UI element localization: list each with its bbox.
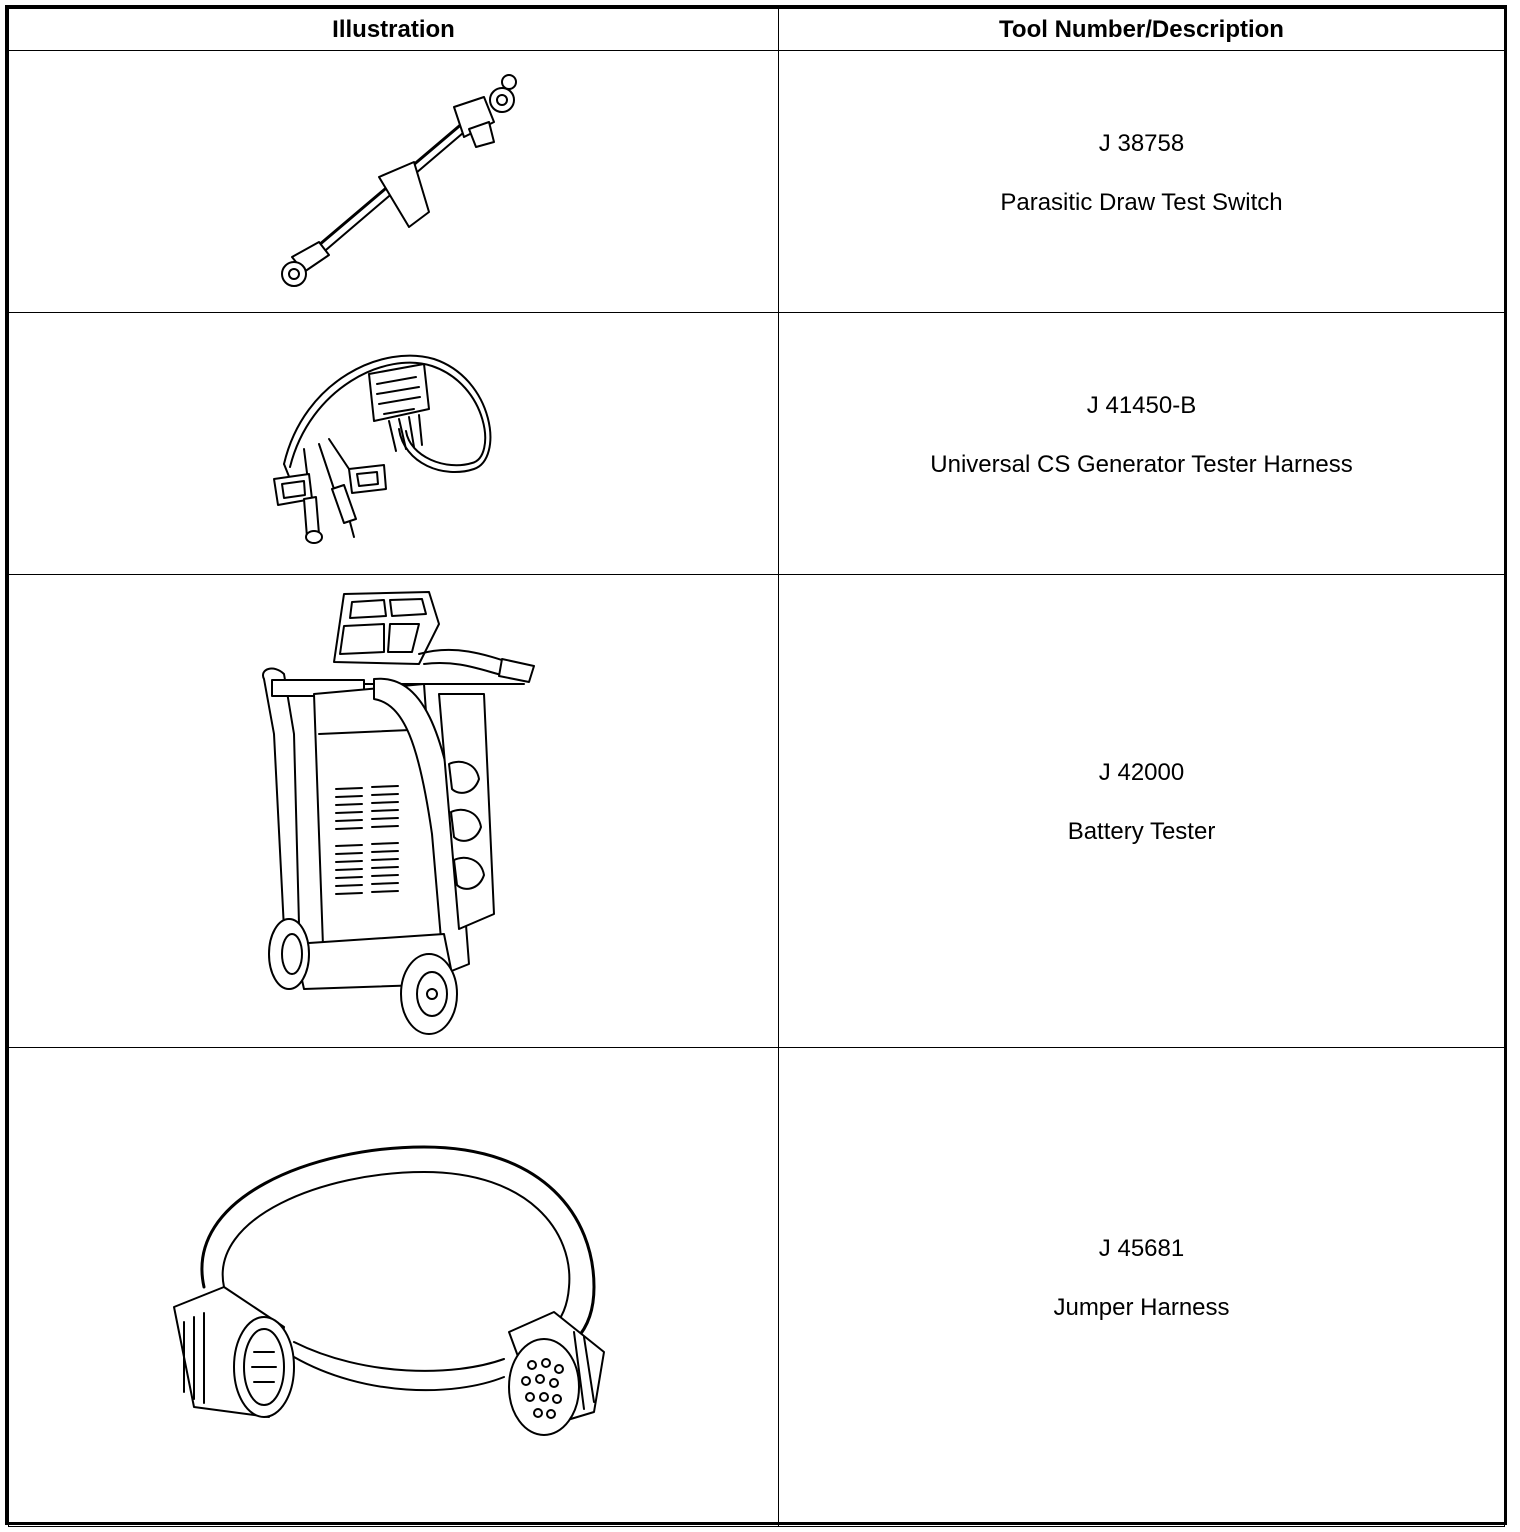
illustration-cell <box>8 574 779 1048</box>
table-row: J 42000 Battery Tester <box>8 574 1505 1048</box>
jumper-harness-illustration <box>172 1145 605 1436</box>
tool-description: Battery Tester <box>1067 818 1216 845</box>
tool-info-cell: J 38758 Parasitic Draw Test Switch <box>778 50 1505 313</box>
table-header-row: Illustration Tool Number/Description <box>8 8 1505 51</box>
table-row: J 38758 Parasitic Draw Test Switch <box>8 50 1505 313</box>
tool-info-cell: J 45681 Jumper Harness <box>778 1047 1505 1527</box>
tool-number: J 45681 <box>1098 1235 1185 1263</box>
illustration-cell <box>8 50 779 313</box>
generator-tester-harness-illustration <box>272 354 491 544</box>
battery-tester-illustration <box>261 590 535 1035</box>
illustration-cell <box>8 1047 779 1527</box>
tool-number: J 41450-B <box>1086 391 1197 419</box>
tool-info-cell: J 41450-B Universal CS Generator Tester … <box>778 312 1505 575</box>
tool-info-cell: J 42000 Battery Tester <box>778 574 1505 1048</box>
tool-description-block: J 38758 Parasitic Draw Test Switch <box>779 130 1504 218</box>
header-illustration: Illustration <box>8 8 779 51</box>
tool-description: Jumper Harness <box>1053 1294 1230 1321</box>
tool-number: J 42000 <box>1098 759 1185 787</box>
tool-description: Parasitic Draw Test Switch <box>1000 188 1283 216</box>
tool-description: Universal CS Generator Tester Harness <box>930 450 1353 478</box>
tool-table-frame: Illustration Tool Number/Description <box>5 5 1507 1527</box>
table-row: J 41450-B Universal CS Generator Tester … <box>8 312 1505 575</box>
tool-number: J 38758 <box>1098 129 1185 157</box>
header-tool-number-description: Tool Number/Description <box>778 8 1505 51</box>
tool-description-block: J 45681 Jumper Harness <box>779 1235 1504 1323</box>
tool-description-block: J 42000 Battery Tester <box>779 759 1504 847</box>
tool-description-block: J 41450-B Universal CS Generator Tester … <box>779 392 1504 480</box>
illustration-cell <box>8 312 779 575</box>
special-tools-table: Illustration Tool Number/Description <box>8 8 1505 1527</box>
parasitic-draw-switch-illustration <box>280 73 517 287</box>
table-row: J 45681 Jumper Harness <box>8 1047 1505 1527</box>
